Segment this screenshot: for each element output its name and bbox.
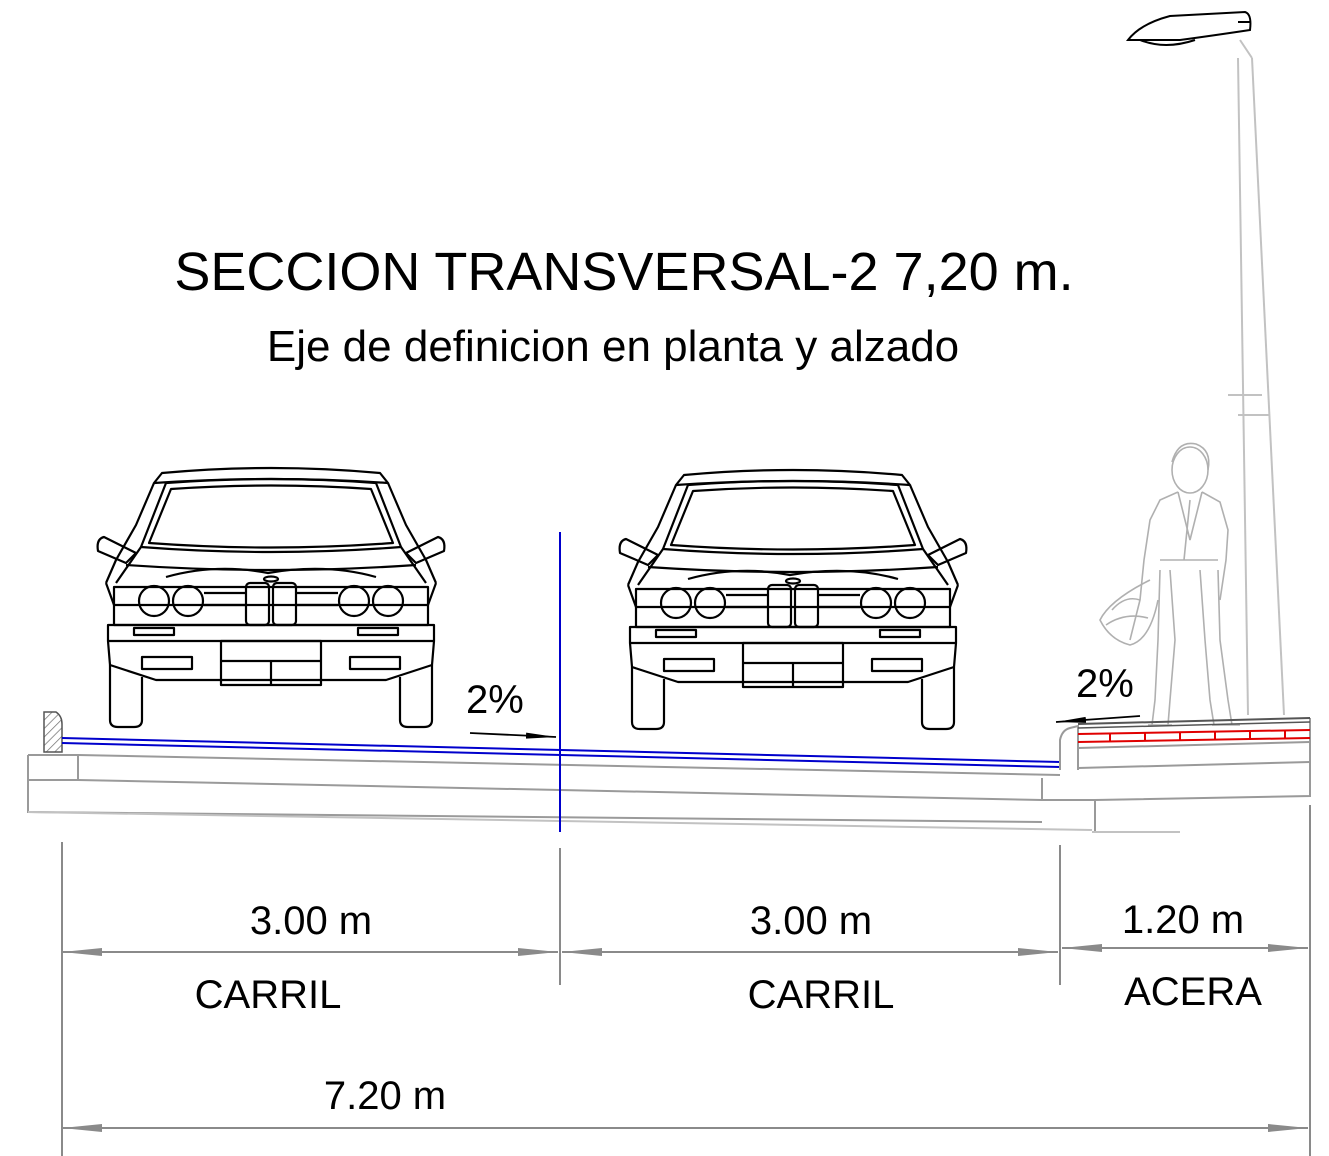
dim-sidewalk: 1.20 m: [1122, 898, 1244, 942]
dimension-extension-lines: [61, 805, 1311, 1156]
drawing-title: SECCION TRANSVERSAL-2 7,20 m.: [174, 242, 1073, 302]
car-left-icon: [96, 466, 446, 729]
slope-label-right: 2%: [1076, 662, 1134, 706]
dim-total: 7.20 m: [324, 1074, 446, 1118]
left-curb: [43, 711, 63, 753]
dim-lane1: 3.00 m: [250, 899, 372, 943]
drawing-subtitle: Eje de definicion en planta y alzado: [267, 322, 959, 371]
label-sidewalk: ACERA: [1124, 970, 1262, 1014]
label-lane1: CARRIL: [195, 973, 342, 1017]
slope-arrow-left: [469, 732, 557, 739]
sidewalk: [1059, 717, 1311, 801]
slope-label-left: 2%: [466, 678, 524, 722]
car-right-icon: [618, 468, 968, 731]
slope-arrow-right: [1055, 715, 1141, 723]
street-lamp-icon: [1125, 10, 1285, 716]
pedestrian-icon: [1099, 442, 1240, 726]
dimension-lines: [62, 944, 1308, 1132]
label-lane2: CARRIL: [748, 973, 895, 1017]
dim-lane2: 3.00 m: [750, 899, 872, 943]
